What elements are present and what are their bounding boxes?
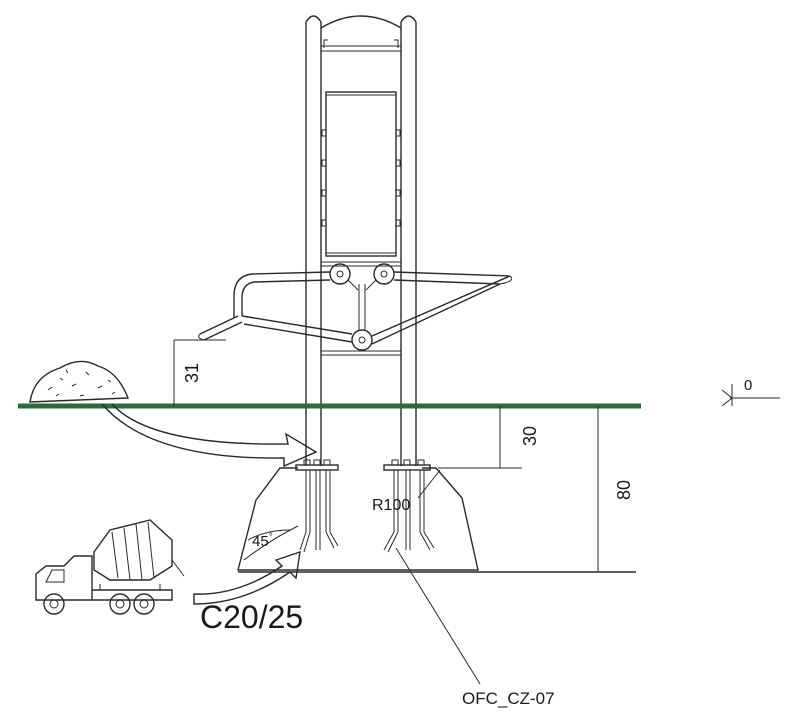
ground-level-marker: 0: [721, 377, 780, 407]
backfill-arrow-icon: [101, 403, 318, 468]
dim-label-30: 30: [520, 426, 540, 446]
dimension-height-above-ground: 31: [173, 339, 226, 406]
dimension-foundation-depth: 80: [597, 406, 634, 572]
dim-label-31: 31: [182, 363, 202, 383]
bar-joint-left: [329, 263, 351, 285]
anchor-code-annotation: OFC_CZ-07: [395, 547, 555, 708]
concrete-pour-arrow-icon: [193, 550, 301, 605]
svg-text:45°: 45°: [252, 532, 273, 550]
angle-annotation: 45°: [243, 525, 299, 561]
dimension-depth-to-plate: 30: [438, 406, 540, 469]
angle-value: 45: [252, 533, 269, 550]
bar-joint-bottom: [351, 329, 373, 351]
soil-heap-icon: [29, 360, 130, 403]
anchor-bolts: [299, 470, 435, 553]
bar-joint-right: [373, 263, 395, 285]
swing-bars: [198, 271, 513, 345]
base-plate-left: [295, 464, 339, 471]
angle-unit: °: [269, 532, 273, 543]
radius-label: R100: [372, 497, 410, 514]
climbing-panel: [325, 91, 397, 257]
play-element: [198, 15, 513, 466]
concrete-mixer-truck-icon: [35, 519, 185, 615]
radius-annotation: R100: [372, 469, 441, 514]
dim-label-80: 80: [614, 480, 634, 500]
ground-level-label: 0: [744, 377, 752, 394]
anchor-code-label: OFC_CZ-07: [462, 689, 555, 708]
concrete-foundation: [237, 459, 636, 573]
concrete-class-label: C20/25: [200, 599, 303, 635]
